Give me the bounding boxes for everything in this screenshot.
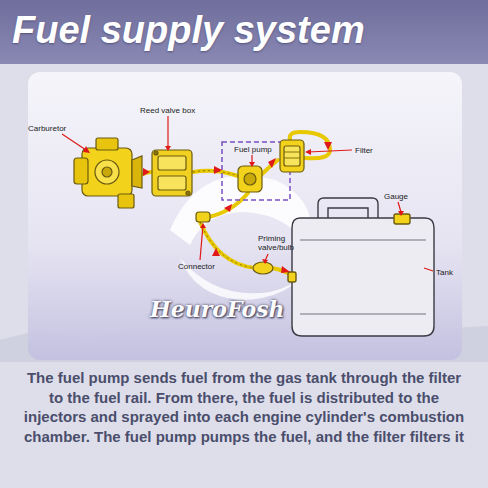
part-label: Filter bbox=[355, 146, 373, 155]
watermark: HeuroFosh bbox=[150, 296, 285, 322]
part-label: Carburetor bbox=[28, 124, 66, 133]
part-label: Fuel pump bbox=[234, 145, 272, 154]
part-label: Priming valve/bulb bbox=[258, 234, 302, 252]
part-label: Gauge bbox=[384, 192, 408, 201]
page-title: Fuel supply system bbox=[12, 8, 365, 52]
part-label: Reed valve box bbox=[140, 106, 195, 115]
caption-text: The fuel pump sends fuel from the gas ta… bbox=[20, 368, 468, 446]
part-label: Connector bbox=[178, 262, 215, 271]
part-label: Tank bbox=[436, 268, 453, 277]
